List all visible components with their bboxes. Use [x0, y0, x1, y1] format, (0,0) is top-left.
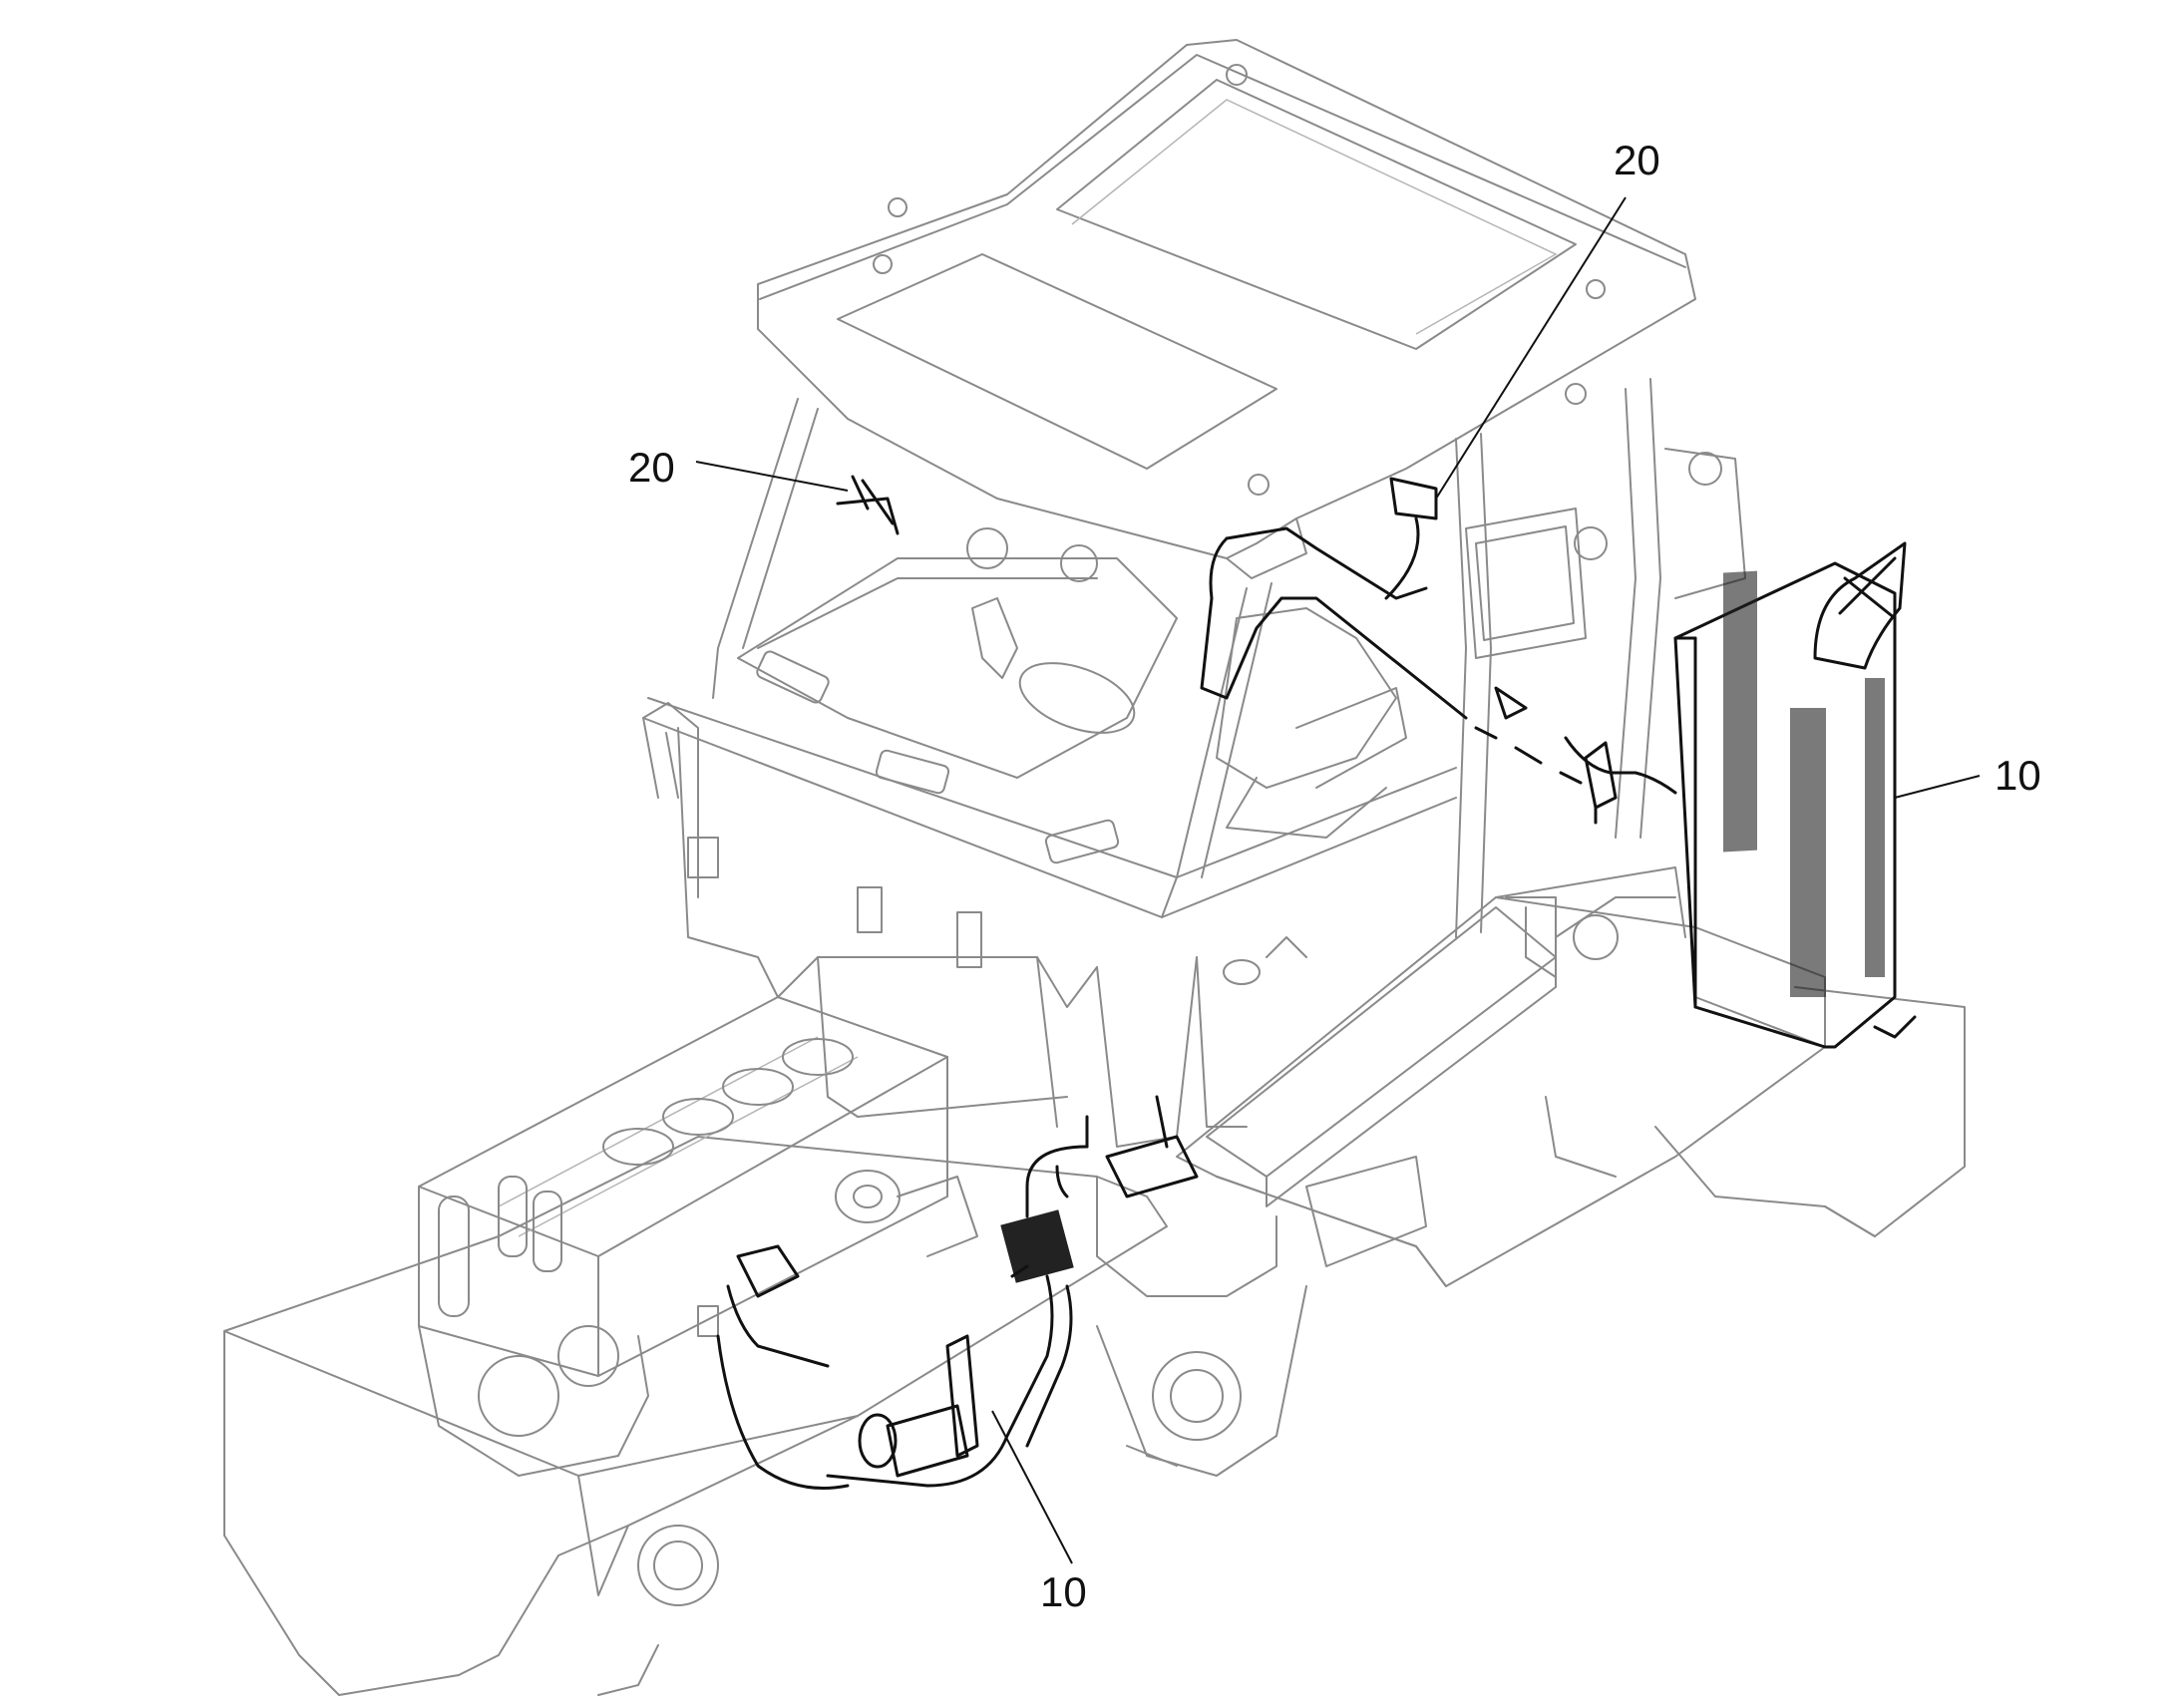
cab-frame — [642, 378, 1661, 938]
cab-body — [677, 727, 1307, 1148]
leader-lines — [695, 196, 1981, 1564]
rear-frame — [1176, 448, 1966, 1287]
cab-roof — [757, 39, 1696, 579]
cab-interior — [737, 508, 1608, 864]
wiring-harness — [836, 475, 1677, 825]
engine — [418, 996, 978, 1477]
callout-10-bottom: 10 — [1040, 1568, 1087, 1615]
exhaust-stack — [1673, 541, 1917, 1049]
callout-10-right: 10 — [1995, 752, 2041, 799]
front-chassis — [223, 1136, 1427, 1696]
callout-20-left: 20 — [628, 444, 675, 491]
callout-20-top: 20 — [1614, 137, 1660, 183]
air-duct-channel — [1206, 896, 1557, 1207]
intake-pipe — [716, 1095, 1199, 1490]
